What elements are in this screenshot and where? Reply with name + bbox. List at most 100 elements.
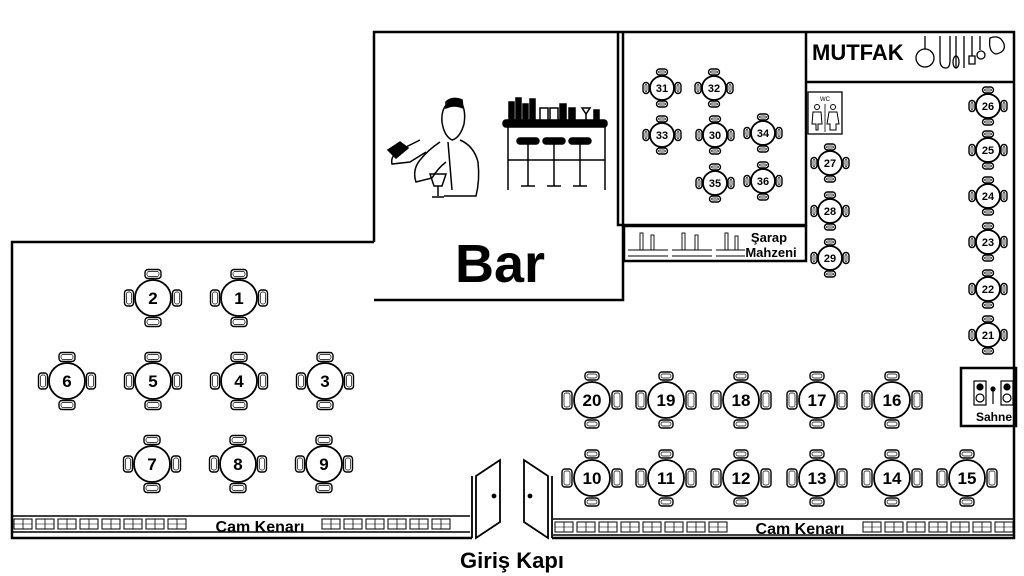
chair: [123, 372, 135, 390]
table-10[interactable]: 10: [561, 449, 623, 507]
table-12[interactable]: 12: [710, 449, 772, 507]
chair: [316, 399, 334, 411]
table-31[interactable]: 31: [642, 68, 682, 108]
table-36[interactable]: 36: [743, 161, 783, 201]
window-strip-left: [12, 515, 470, 533]
table-9[interactable]: 9: [294, 434, 354, 494]
chair: [981, 347, 995, 355]
table-2[interactable]: 2: [123, 268, 183, 328]
table-11[interactable]: 11: [635, 449, 697, 507]
chair: [257, 289, 269, 307]
table-30[interactable]: 30: [695, 115, 735, 155]
table-19[interactable]: 19: [635, 371, 697, 429]
table-23[interactable]: 23: [968, 222, 1008, 262]
chair: [685, 390, 697, 410]
table-14[interactable]: 14: [861, 449, 923, 507]
chair: [708, 147, 722, 155]
table-number: 2: [148, 289, 157, 308]
chair: [823, 270, 837, 278]
chair: [343, 372, 355, 390]
chair: [981, 269, 995, 277]
table-number: 32: [708, 83, 720, 95]
table-number: 1: [234, 289, 243, 308]
chair: [756, 193, 770, 201]
chair: [710, 390, 722, 410]
chair: [842, 204, 850, 218]
chair: [968, 328, 976, 342]
chair: [229, 482, 247, 494]
table-number: 17: [808, 391, 827, 410]
chair: [1000, 99, 1008, 113]
chair: [968, 143, 976, 157]
table-17[interactable]: 17: [786, 371, 848, 429]
chair: [981, 222, 995, 230]
table-number: 22: [982, 284, 994, 296]
entrance-label: Giriş Kapı: [460, 548, 564, 573]
table-number: 7: [147, 455, 156, 474]
wine-cellar-label-line2: Mahzeni: [745, 245, 796, 260]
table-number: 9: [319, 455, 328, 474]
chair: [85, 372, 97, 390]
wc-label: WC: [820, 97, 831, 103]
chair: [756, 113, 770, 121]
chair: [981, 315, 995, 323]
chair: [209, 372, 221, 390]
table-29[interactable]: 29: [810, 238, 850, 278]
table-number: 10: [583, 469, 602, 488]
chair: [707, 68, 721, 76]
chair: [823, 175, 837, 183]
table-number: 16: [883, 391, 902, 410]
chair: [756, 145, 770, 153]
chair: [685, 468, 697, 488]
chair: [968, 189, 976, 203]
table-number: 11: [657, 469, 675, 488]
table-28[interactable]: 28: [810, 191, 850, 231]
chair: [58, 399, 76, 411]
table-7[interactable]: 7: [122, 434, 182, 494]
chair: [695, 176, 703, 190]
chair: [836, 468, 848, 488]
table-26[interactable]: 26: [968, 86, 1008, 126]
table-number: 21: [982, 330, 994, 342]
table-27[interactable]: 27: [810, 143, 850, 183]
chair: [823, 238, 837, 246]
chair: [230, 399, 248, 411]
table-15[interactable]: 15: [936, 449, 998, 507]
table-6[interactable]: 6: [37, 351, 97, 411]
table-number: 5: [148, 372, 157, 391]
chair: [1000, 143, 1008, 157]
table-5[interactable]: 5: [123, 351, 183, 411]
chair: [710, 468, 722, 488]
table-34[interactable]: 34: [743, 113, 783, 153]
table-number: 6: [62, 372, 71, 391]
table-24[interactable]: 24: [968, 176, 1008, 216]
table-20[interactable]: 20: [561, 371, 623, 429]
table-13[interactable]: 13: [786, 449, 848, 507]
table-8[interactable]: 8: [208, 434, 268, 494]
stage-label: Sahne: [976, 410, 1012, 424]
table-number: 33: [656, 130, 668, 142]
table-number: 3: [320, 372, 329, 391]
table-1[interactable]: 1: [209, 268, 269, 328]
wine-rack-icon: [628, 232, 745, 257]
kitchen-utensils-icon: [915, 36, 1005, 69]
table-number: 14: [883, 469, 902, 488]
table-16[interactable]: 16: [861, 371, 923, 429]
table-33[interactable]: 33: [642, 115, 682, 155]
chair: [775, 126, 783, 140]
chair: [655, 68, 669, 76]
table-18[interactable]: 18: [710, 371, 772, 429]
wine-cellar-label-line1: Şarap: [751, 230, 787, 245]
kitchen-label: MUTFAK: [812, 40, 904, 65]
table-number: 28: [824, 206, 836, 218]
table-21[interactable]: 21: [968, 315, 1008, 355]
table-22[interactable]: 22: [968, 269, 1008, 309]
table-35[interactable]: 35: [695, 163, 735, 203]
table-25[interactable]: 25: [968, 130, 1008, 170]
chair: [294, 455, 306, 473]
chair: [968, 282, 976, 296]
table-3[interactable]: 3: [295, 351, 355, 411]
chair: [911, 468, 923, 488]
table-32[interactable]: 32: [694, 68, 734, 108]
table-4[interactable]: 4: [209, 351, 269, 411]
